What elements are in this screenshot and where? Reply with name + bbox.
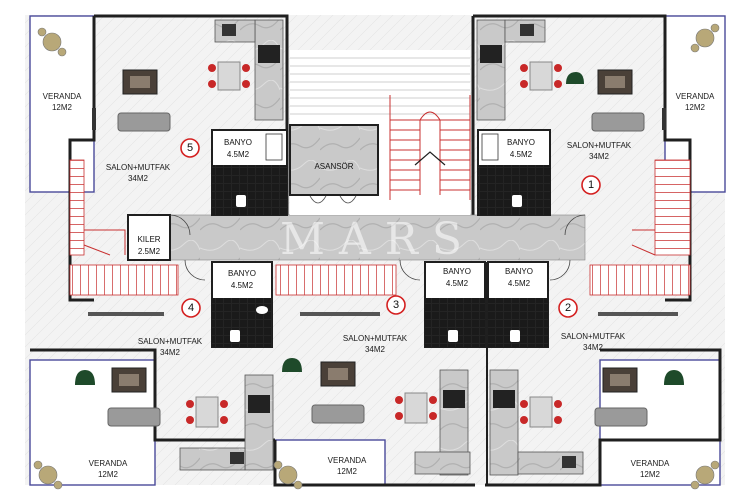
furniture-1 (520, 61, 666, 132)
bathroom-1-label: BANYO (507, 138, 535, 147)
bathroom-1-area: 4.5M2 (510, 150, 533, 159)
veranda-1-area: 12M2 (685, 103, 706, 112)
stairs-3 (275, 264, 397, 296)
living-1-area: 34M2 (589, 152, 610, 161)
furniture-4 (75, 312, 228, 428)
svg-text:3: 3 (393, 299, 399, 311)
stairs-4 (69, 264, 179, 296)
bathroom-2-label: BANYO (505, 267, 533, 276)
bathroom-1: BANYO 4.5M2 (477, 129, 551, 216)
veranda-5-label: VERANDA (43, 92, 82, 101)
storage-room: KILER 2.5M2 (127, 214, 171, 261)
door-swings (169, 214, 586, 281)
veranda-1-label: VERANDA (676, 92, 715, 101)
stairs-2 (589, 264, 691, 296)
svg-text:5: 5 (187, 142, 193, 154)
unit-marker-3: 3 (386, 295, 406, 315)
living-3-area: 34M2 (365, 345, 386, 354)
living-4-area: 34M2 (160, 348, 181, 357)
veranda-3-label: VERANDA (328, 456, 367, 465)
bathroom-2-area: 4.5M2 (508, 279, 531, 288)
svg-text:1: 1 (588, 179, 594, 191)
veranda-2-label: VERANDA (631, 459, 670, 468)
unit-marker-4: 4 (181, 298, 201, 318)
veranda-5: VERANDA 12M2 (29, 15, 95, 193)
bathroom-2: BANYO 4.5M2 (487, 261, 549, 348)
svg-text:2: 2 (565, 302, 571, 314)
watermark: MARS (280, 214, 476, 265)
bathroom-4: BANYO 4.5M2 (211, 261, 273, 348)
veranda-4-area: 12M2 (98, 470, 119, 479)
kitchen-3 (414, 369, 471, 476)
storage-area: 2.5M2 (138, 247, 161, 256)
unit-marker-1: 1 (581, 175, 601, 195)
bathroom-3-label: BANYO (443, 267, 471, 276)
veranda-3-area: 12M2 (337, 467, 358, 476)
storage-label: KILER (137, 235, 160, 244)
living-4-label: SALON+MUTFAK (138, 337, 203, 346)
kitchen-4 (179, 374, 274, 471)
veranda-2-area: 12M2 (640, 470, 661, 479)
bathroom-5-area: 4.5M2 (227, 150, 250, 159)
veranda-table-icons (33, 23, 720, 490)
central-corridor (170, 215, 585, 260)
living-2-area: 34M2 (583, 343, 604, 352)
unit-marker-2: 2 (558, 298, 578, 318)
veranda-5-area: 12M2 (52, 103, 73, 112)
bathroom-5: BANYO 4.5M2 (211, 129, 288, 216)
stairs-1 (654, 159, 691, 256)
elevator-label: ASANSÖR (314, 162, 353, 171)
veranda-4-label: VERANDA (89, 459, 128, 468)
unit-marker-5: 5 (180, 138, 200, 158)
bathroom-3: BANYO 4.5M2 (424, 261, 486, 348)
bathroom-4-label: BANYO (228, 269, 256, 278)
elevator: ASANSÖR (289, 124, 379, 204)
svg-text:4: 4 (188, 302, 194, 314)
stairs-5 (69, 159, 85, 256)
living-1-label: SALON+MUTFAK (567, 141, 632, 150)
kitchen-2 (489, 369, 584, 476)
living-5-area: 34M2 (128, 174, 149, 183)
furniture-5 (92, 61, 250, 132)
exterior-walls (30, 14, 722, 487)
bathroom-3-area: 4.5M2 (446, 279, 469, 288)
kitchen-5 (214, 19, 284, 121)
living-5-label: SALON+MUTFAK (106, 163, 171, 172)
kitchen-1 (476, 19, 546, 121)
bathroom-4-area: 4.5M2 (231, 281, 254, 290)
living-2-label: SALON+MUTFAK (561, 332, 626, 341)
bathroom-5-label: BANYO (224, 138, 252, 147)
furniture-3 (282, 312, 437, 424)
living-3-label: SALON+MUTFAK (343, 334, 408, 343)
furniture-2 (520, 312, 684, 428)
